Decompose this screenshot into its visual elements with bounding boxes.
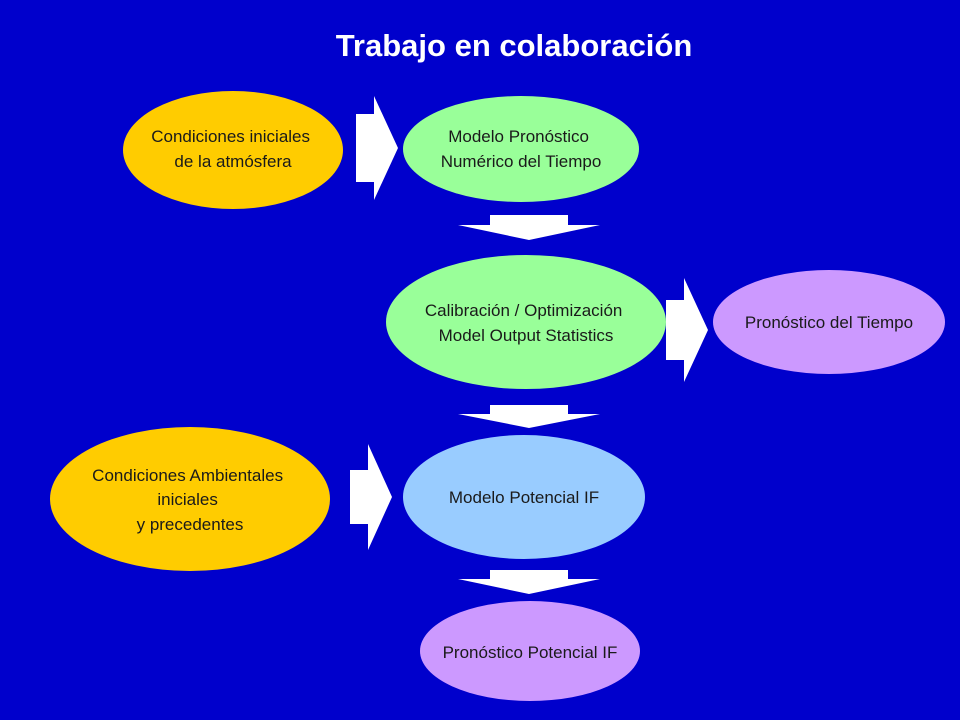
arrow-nwp-to-calibration <box>458 215 600 240</box>
node-initial-conditions: Condiciones iniciales de la atmósfera <box>123 91 343 209</box>
svg-text:Condiciones Ambientales: Condiciones Ambientales iniciales y prec… <box>92 466 288 534</box>
node-weather-forecast: Pronóstico del Tiempo <box>713 270 945 374</box>
node-weather-forecast-line-1: Pronóstico del Tiempo <box>745 313 913 332</box>
arrow-environmental-to-potential <box>350 444 392 550</box>
node-calibration-line-1: Calibración / Optimización <box>425 301 622 320</box>
node-environmental-conditions-shape <box>50 427 330 571</box>
node-nwp-model: Modelo Pronóstico Numérico del Tiempo <box>403 96 639 202</box>
node-environmental-conditions-line-3: y precedentes <box>137 515 244 534</box>
svg-text:Pronóstico Potencial IF: Pronóstico Potencial IF <box>443 643 618 662</box>
svg-text:Calibración / Optimización: Calibración / Optimización Model Output … <box>425 301 627 345</box>
svg-text:Modelo Pronóstico Numéri: Modelo Pronóstico Numérico del Tiempo <box>441 127 602 171</box>
node-initial-conditions-line-1: Condiciones iniciales <box>151 127 310 146</box>
node-initial-conditions-shape <box>123 91 343 209</box>
arrow-calibration-to-forecast <box>666 278 708 382</box>
node-nwp-model-line-2: Numérico del Tiempo <box>441 152 602 171</box>
node-nwp-model-line-1: Modelo Pronóstico <box>448 127 589 146</box>
node-calibration-shape <box>386 255 666 389</box>
node-potential-model-line-1: Modelo Potencial IF <box>449 488 599 507</box>
svg-text:Modelo Potencial IF: Modelo Potencial IF <box>449 488 599 507</box>
arrow-calibration-to-potential <box>458 405 600 428</box>
node-potential-model-shape <box>403 435 645 559</box>
page-title: Trabajo en colaboración <box>335 28 693 63</box>
node-environmental-conditions-line-1: Condiciones Ambientales <box>92 466 283 485</box>
node-nwp-model-shape <box>403 96 639 202</box>
node-environmental-conditions: Condiciones Ambientales iniciales y prec… <box>50 427 330 571</box>
node-calibration-line-2: Model Output Statistics <box>439 326 614 345</box>
svg-text:Condiciones iniciales de: Condiciones iniciales de la atmósfera <box>151 127 315 171</box>
svg-text:Pronóstico del Tiempo: Pronóstico del Tiempo <box>745 313 913 332</box>
node-calibration: Calibración / Optimización Model Output … <box>386 255 666 389</box>
arrow-initial-to-nwp <box>356 96 398 200</box>
node-potential-model: Modelo Potencial IF <box>403 435 645 559</box>
node-potential-forecast: Pronóstico Potencial IF <box>420 601 640 701</box>
node-initial-conditions-line-2: de la atmósfera <box>174 152 292 171</box>
node-weather-forecast-shape <box>713 270 945 374</box>
node-potential-forecast-line-1: Pronóstico Potencial IF <box>443 643 618 662</box>
arrow-potential-to-forecast <box>458 570 600 594</box>
node-environmental-conditions-line-2: iniciales <box>157 490 217 509</box>
node-potential-forecast-shape <box>420 601 640 701</box>
